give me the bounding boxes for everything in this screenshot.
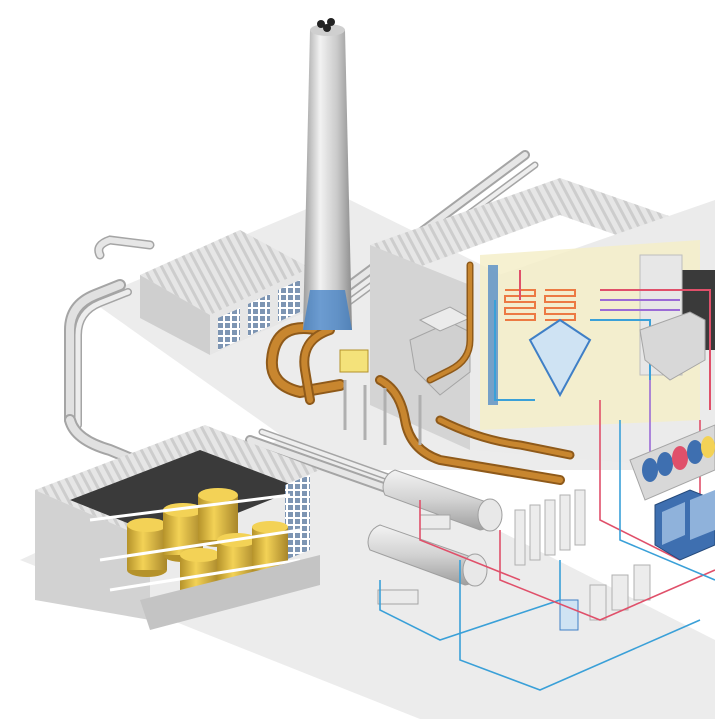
turbine-generators <box>629 424 715 561</box>
chimney <box>303 18 369 373</box>
boiler-house <box>370 178 715 470</box>
heat-exchanger-coils <box>504 289 576 321</box>
horizontal-tanks <box>367 469 503 605</box>
pipe-network <box>64 150 539 506</box>
heater-columns <box>514 489 651 631</box>
copper-pipes <box>265 261 575 485</box>
support-columns <box>343 380 422 445</box>
control-building <box>140 230 310 355</box>
tank-hall <box>35 425 320 630</box>
